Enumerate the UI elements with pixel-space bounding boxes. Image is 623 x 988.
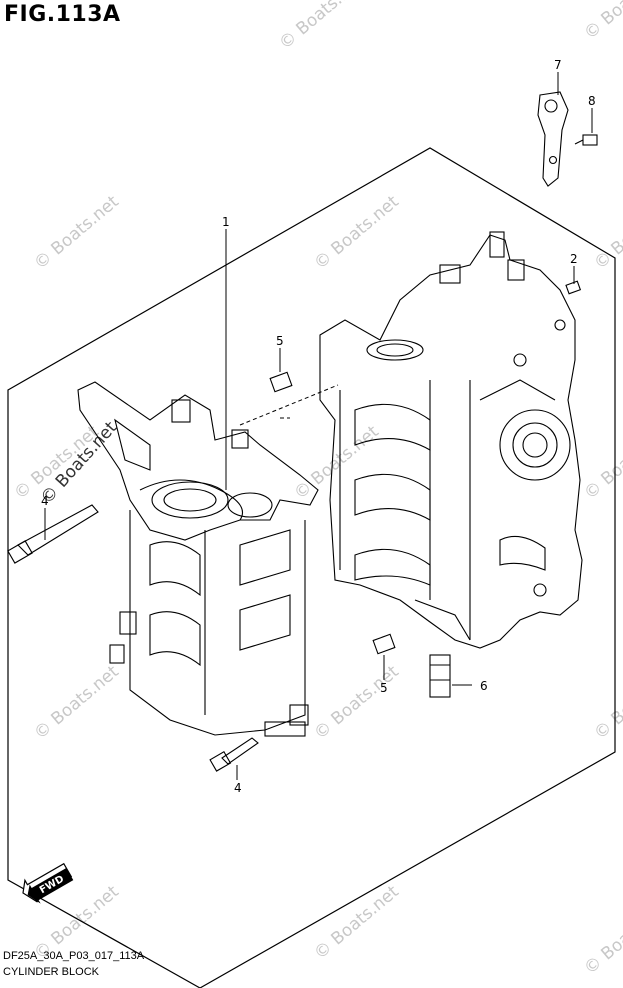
callout-labels: 1 2 4 4 5 5 6 7 8 <box>41 58 596 795</box>
watermark: © Boats.net <box>580 0 623 44</box>
watermark: © Boats.net <box>590 192 623 274</box>
watermark: © Boats.net <box>310 882 403 964</box>
watermark: © Boats.net <box>310 192 403 274</box>
callout-7: 7 <box>554 58 562 72</box>
dowel-pin <box>269 371 293 393</box>
small-parts <box>7 91 598 772</box>
watermark: © Boats.net <box>310 662 403 744</box>
callout-4: 4 <box>234 781 242 795</box>
watermark: © Boats.net <box>290 422 383 504</box>
callout-6: 6 <box>480 679 488 693</box>
watermark: © Boats.net <box>30 662 123 744</box>
watermark: © Boats.net <box>30 192 123 274</box>
bracket-part <box>537 91 569 187</box>
fitting-part <box>429 654 451 698</box>
figure-name: CYLINDER BLOCK <box>3 966 99 978</box>
watermark: © Boats.net <box>580 897 623 979</box>
cylinder-block-part <box>319 231 583 649</box>
short-bolt <box>221 737 259 765</box>
leader-lines <box>44 72 593 780</box>
bolt-part <box>582 134 598 146</box>
crankcase-part <box>77 381 319 737</box>
figure-code: DF25A_30A_P03_017_113A <box>3 950 145 962</box>
dowel-pin <box>372 633 396 655</box>
watermark: © Boats.net <box>275 0 368 54</box>
callout-1: 1 <box>222 215 230 229</box>
pin-part <box>565 280 582 295</box>
watermark: © Boats.net <box>580 422 623 504</box>
callout-4-second: 4 <box>41 494 49 508</box>
figure-title: FIG.113A <box>4 2 121 27</box>
callout-5-second: 5 <box>380 681 388 695</box>
long-bolt <box>17 504 99 556</box>
watermark: © Boats.net <box>590 662 623 744</box>
callout-5: 5 <box>276 334 284 348</box>
assembly-frame <box>7 147 616 988</box>
callout-8: 8 <box>588 94 596 108</box>
callout-2: 2 <box>570 252 578 266</box>
